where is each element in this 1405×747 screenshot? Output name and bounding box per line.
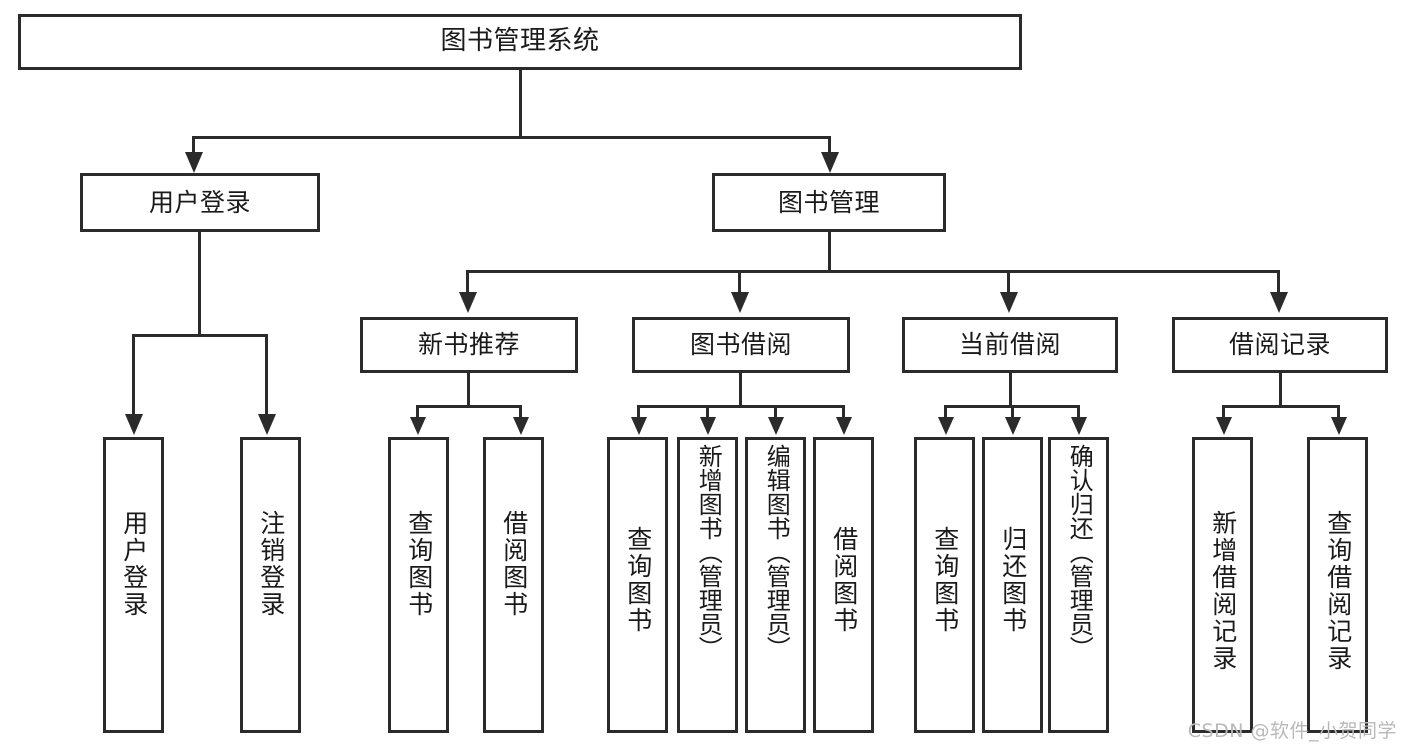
leaf-br-add-record[interactable]: 新增借阅记录 <box>1192 437 1253 733</box>
node-label: 当前借阅 <box>958 330 1061 359</box>
node-label: 图书管理 <box>777 187 880 217</box>
arrow-to-new-book-recommend <box>459 292 477 313</box>
node-root-system[interactable]: 图书管理系统 <box>18 14 1022 70</box>
leaf-br-query-record[interactable]: 查询借阅记录 <box>1307 437 1368 733</box>
connector-cb-drop-2 <box>1011 405 1014 419</box>
node-label: 查询借阅记录 <box>1323 510 1353 672</box>
connector-bb-drop-4 <box>842 405 845 419</box>
connector-user-login-drop-1 <box>132 334 135 418</box>
node-label: 借阅图书 <box>829 526 859 634</box>
connector-book-manage-bus <box>466 270 1280 273</box>
node-borrow-record[interactable]: 借阅记录 <box>1172 317 1388 373</box>
arrow-to-user-login <box>185 152 203 173</box>
node-label: 编辑图书（管理员） <box>762 444 791 660</box>
node-label: 用户登录 <box>119 510 149 618</box>
connector-user-login-stem <box>198 232 201 336</box>
node-label: 新增借阅记录 <box>1208 510 1238 672</box>
connector-root-drop-left <box>192 136 195 158</box>
node-label: 确认归还（管理员） <box>1065 444 1094 660</box>
leaf-cb-return-book[interactable]: 归还图书 <box>982 437 1043 733</box>
connector-book-manage-drop-1 <box>466 270 469 298</box>
connector-br-bus <box>1222 405 1340 408</box>
node-label: 新增图书（管理员） <box>694 444 723 660</box>
connector-br-stem <box>1279 373 1282 407</box>
node-label: 新书推荐 <box>417 330 520 359</box>
node-label: 用户登录 <box>148 187 251 217</box>
connector-book-manage-stem <box>828 232 831 272</box>
leaf-cb-query-book[interactable]: 查询图书 <box>914 437 975 733</box>
arrow-nbr-leaf-1 <box>410 417 426 435</box>
arrow-to-book-borrow <box>731 292 749 313</box>
node-label: 查询图书 <box>404 510 434 618</box>
node-user-login[interactable]: 用户登录 <box>80 173 320 232</box>
connector-nbr-bus <box>416 405 522 408</box>
node-label: 归还图书 <box>998 526 1028 634</box>
arrow-to-book-manage <box>821 152 839 173</box>
node-label: 图书借阅 <box>689 330 792 359</box>
arrow-br-leaf-2 <box>1331 417 1347 435</box>
node-current-borrow[interactable]: 当前借阅 <box>902 317 1118 373</box>
connector-book-manage-drop-4 <box>1277 270 1280 298</box>
connector-br-drop-2 <box>1337 405 1340 419</box>
connector-bb-drop-1 <box>637 405 640 419</box>
arrow-to-leaf-user-login <box>125 414 143 435</box>
connector-br-drop-1 <box>1222 405 1225 419</box>
leaf-user-login[interactable]: 用户登录 <box>103 437 164 733</box>
leaf-logout[interactable]: 注销登录 <box>240 437 301 733</box>
connector-root-drop-right <box>828 136 831 158</box>
arrow-cb-leaf-1 <box>938 417 954 435</box>
leaf-bb-query-book[interactable]: 查询图书 <box>607 437 668 733</box>
connector-nbr-drop-1 <box>416 405 419 419</box>
leaf-bb-borrow-book[interactable]: 借阅图书 <box>813 437 874 733</box>
leaf-bb-add-book-admin[interactable]: 新增图书（管理员） <box>677 437 738 733</box>
watermark-text: CSDN @软件_小贺同学 <box>1187 720 1397 742</box>
arrow-to-leaf-logout <box>258 414 276 435</box>
arrow-cb-leaf-3 <box>1071 417 1087 435</box>
node-label: 注销登录 <box>256 510 286 618</box>
arrow-br-leaf-1 <box>1216 417 1232 435</box>
arrow-bb-leaf-4 <box>836 417 852 435</box>
connector-user-login-drop-2 <box>265 334 268 418</box>
connector-book-manage-drop-2 <box>738 270 741 298</box>
connector-cb-drop-3 <box>1077 405 1080 419</box>
arrow-to-borrow-record <box>1270 292 1288 313</box>
node-label: 借阅记录 <box>1228 330 1331 359</box>
leaf-cb-confirm-return-admin[interactable]: 确认归还（管理员） <box>1048 437 1109 733</box>
connector-root-bus <box>192 136 830 139</box>
arrow-bb-leaf-2 <box>700 417 716 435</box>
connector-book-manage-drop-3 <box>1007 270 1010 298</box>
connector-root-stem <box>519 70 522 138</box>
arrow-bb-leaf-3 <box>768 417 784 435</box>
node-label: 查询图书 <box>930 526 960 634</box>
connector-bb-stem <box>739 373 742 407</box>
connector-bb-drop-2 <box>706 405 709 419</box>
leaf-nbr-query-book[interactable]: 查询图书 <box>388 437 449 733</box>
node-label: 图书管理系统 <box>440 26 600 57</box>
connector-cb-drop-1 <box>944 405 947 419</box>
node-book-borrow[interactable]: 图书借阅 <box>632 317 850 373</box>
connector-nbr-drop-2 <box>519 405 522 419</box>
leaf-nbr-borrow-book[interactable]: 借阅图书 <box>483 437 544 733</box>
arrow-nbr-leaf-2 <box>513 417 529 435</box>
connector-bb-drop-3 <box>774 405 777 419</box>
connector-nbr-stem <box>467 373 470 407</box>
node-label: 借阅图书 <box>499 510 529 618</box>
connector-bb-bus <box>637 405 845 408</box>
node-book-manage[interactable]: 图书管理 <box>712 173 946 232</box>
arrow-cb-leaf-2 <box>1005 417 1021 435</box>
connector-user-login-bus <box>132 334 268 337</box>
leaf-bb-edit-book-admin[interactable]: 编辑图书（管理员） <box>745 437 806 733</box>
connector-cb-stem <box>1009 373 1012 407</box>
node-new-book-recommend[interactable]: 新书推荐 <box>360 317 578 373</box>
arrow-bb-leaf-1 <box>631 417 647 435</box>
arrow-to-current-borrow <box>1000 292 1018 313</box>
node-label: 查询图书 <box>623 526 653 634</box>
